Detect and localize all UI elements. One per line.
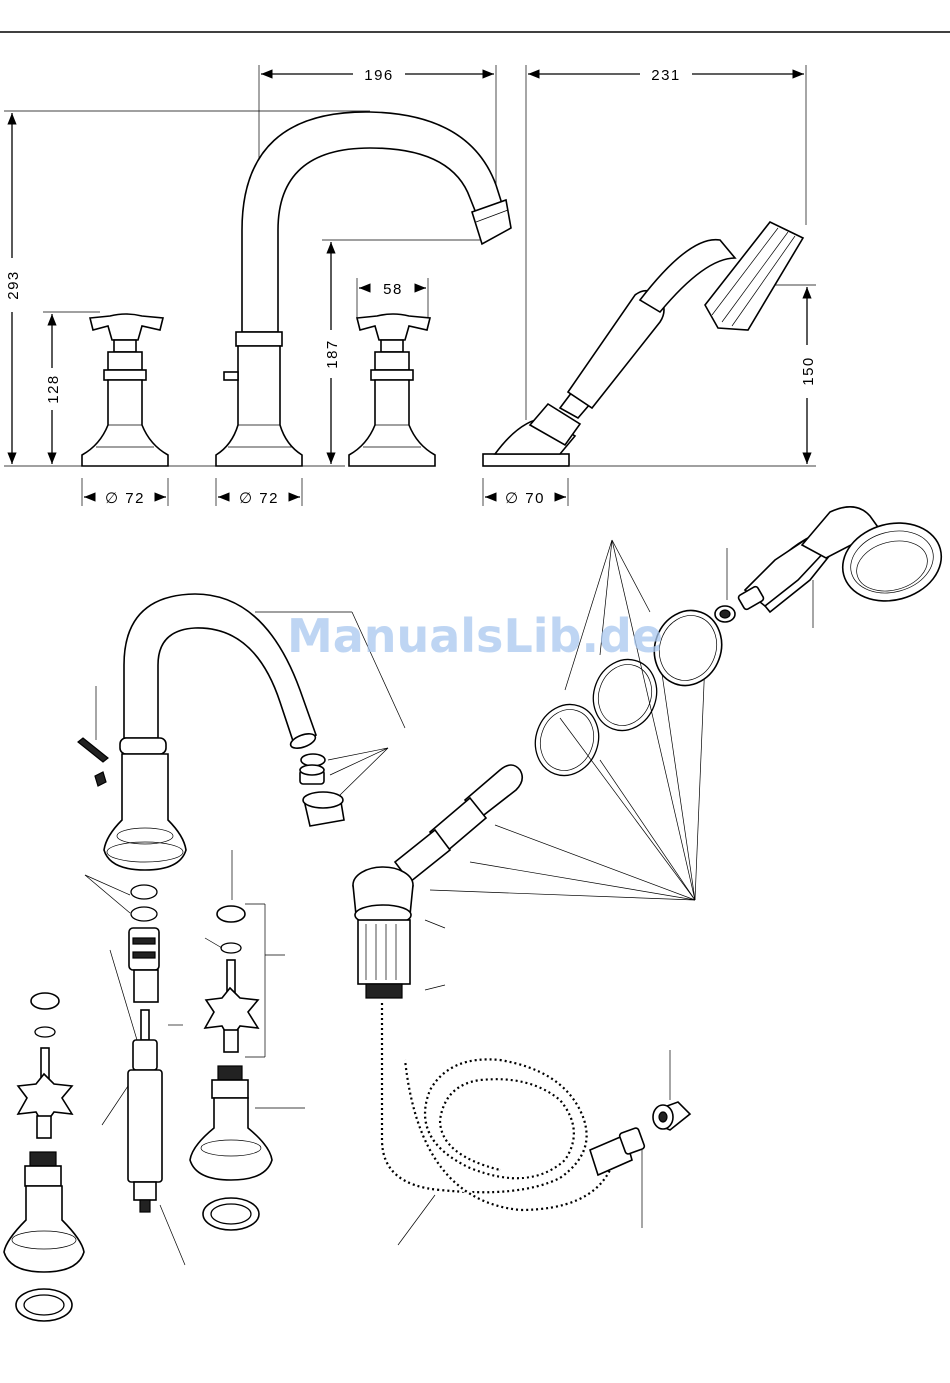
right-valve-elevation: [349, 314, 435, 466]
hand-shower-elevation: [483, 222, 803, 466]
check-valve: [653, 1102, 690, 1130]
dim-base-diameter-shower: ∅ 70: [505, 490, 545, 507]
dim-total-height: 293: [5, 270, 22, 300]
dim-spout-reach: 196: [364, 67, 394, 84]
aerator-parts: [300, 754, 344, 826]
left-valve-elevation: [82, 314, 168, 466]
hand-shower-exploded: [715, 507, 950, 622]
dim-handle-width: 58: [383, 281, 403, 298]
coiled-hose: [382, 1000, 645, 1210]
dim-base-diameter-left: ∅ 72: [105, 490, 145, 507]
dim-hand-shower-height: 150: [800, 356, 817, 386]
center-cartridge-parts: [128, 885, 162, 1212]
left-valve-parts: [4, 993, 84, 1321]
hose-connector: [353, 765, 522, 998]
spout-elevation: [216, 112, 511, 466]
dim-hand-shower-reach: 231: [651, 67, 681, 84]
right-valve-parts: [190, 906, 272, 1230]
dim-handle-height: 128: [45, 374, 62, 404]
watermark: ManualsLib.de: [287, 609, 663, 663]
spout-exploded: [78, 594, 317, 870]
dim-base-diameter-center: ∅ 72: [239, 490, 279, 507]
dim-spout-outlet-height: 187: [324, 339, 341, 369]
